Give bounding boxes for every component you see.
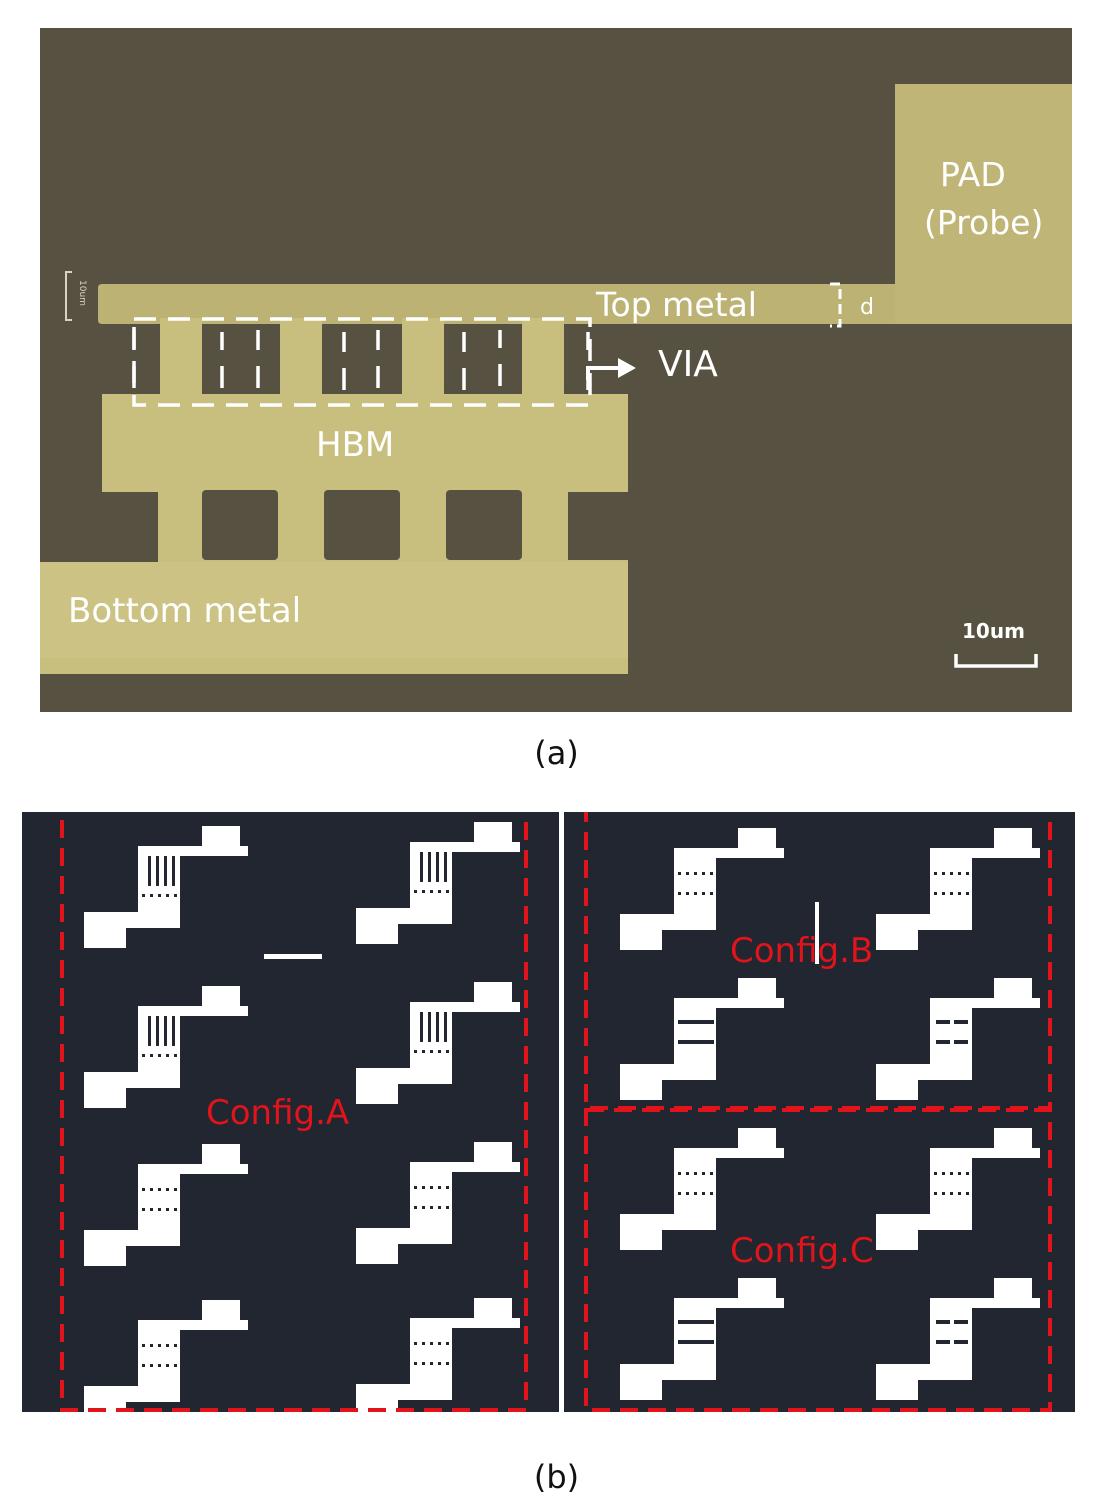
- layout-panel-b: Config.A Config.B Config.C: [22, 812, 1075, 1412]
- via-columns: [160, 318, 564, 398]
- label-config-b: Config.B: [730, 931, 873, 971]
- label-config-a: Config.A: [206, 1093, 349, 1133]
- config-b-devices: [620, 828, 1040, 1100]
- label-hbm: HBM: [316, 425, 394, 465]
- config-a-box: [60, 812, 528, 1412]
- left-scale-label: 10um: [77, 280, 87, 306]
- label-config-c: Config.C: [730, 1231, 874, 1271]
- pad-highlight: [895, 84, 1072, 324]
- lower-via-holes: [202, 490, 522, 560]
- caption-a: (a): [534, 734, 579, 772]
- alignment-mark: [264, 954, 322, 959]
- label-pad: PAD: [940, 155, 1006, 194]
- config-c-box: [584, 1108, 1052, 1412]
- via-arrow-icon: [586, 358, 636, 380]
- scale-bar: [954, 654, 1038, 668]
- lower-via-columns: [158, 488, 568, 564]
- d-bracket: [830, 282, 842, 328]
- caption-b: (b): [533, 1458, 580, 1496]
- left-scale-bar: [65, 271, 72, 321]
- label-via: VIA: [658, 344, 718, 385]
- label-bottom-metal: Bottom metal: [68, 591, 301, 631]
- micrograph-panel-a: 10um PAD (Probe) Top metal d VIA HBM Bot…: [40, 28, 1072, 712]
- via-dashed-box: [132, 317, 592, 407]
- label-probe: (Probe): [924, 203, 1043, 242]
- label-top-metal: Top metal: [595, 285, 757, 324]
- label-d: d: [860, 295, 874, 320]
- config-a-devices: [84, 822, 520, 1412]
- bottom-metal: [40, 562, 628, 658]
- scale-bar-label: 10um: [962, 619, 1025, 643]
- alignment-mark: [815, 902, 819, 964]
